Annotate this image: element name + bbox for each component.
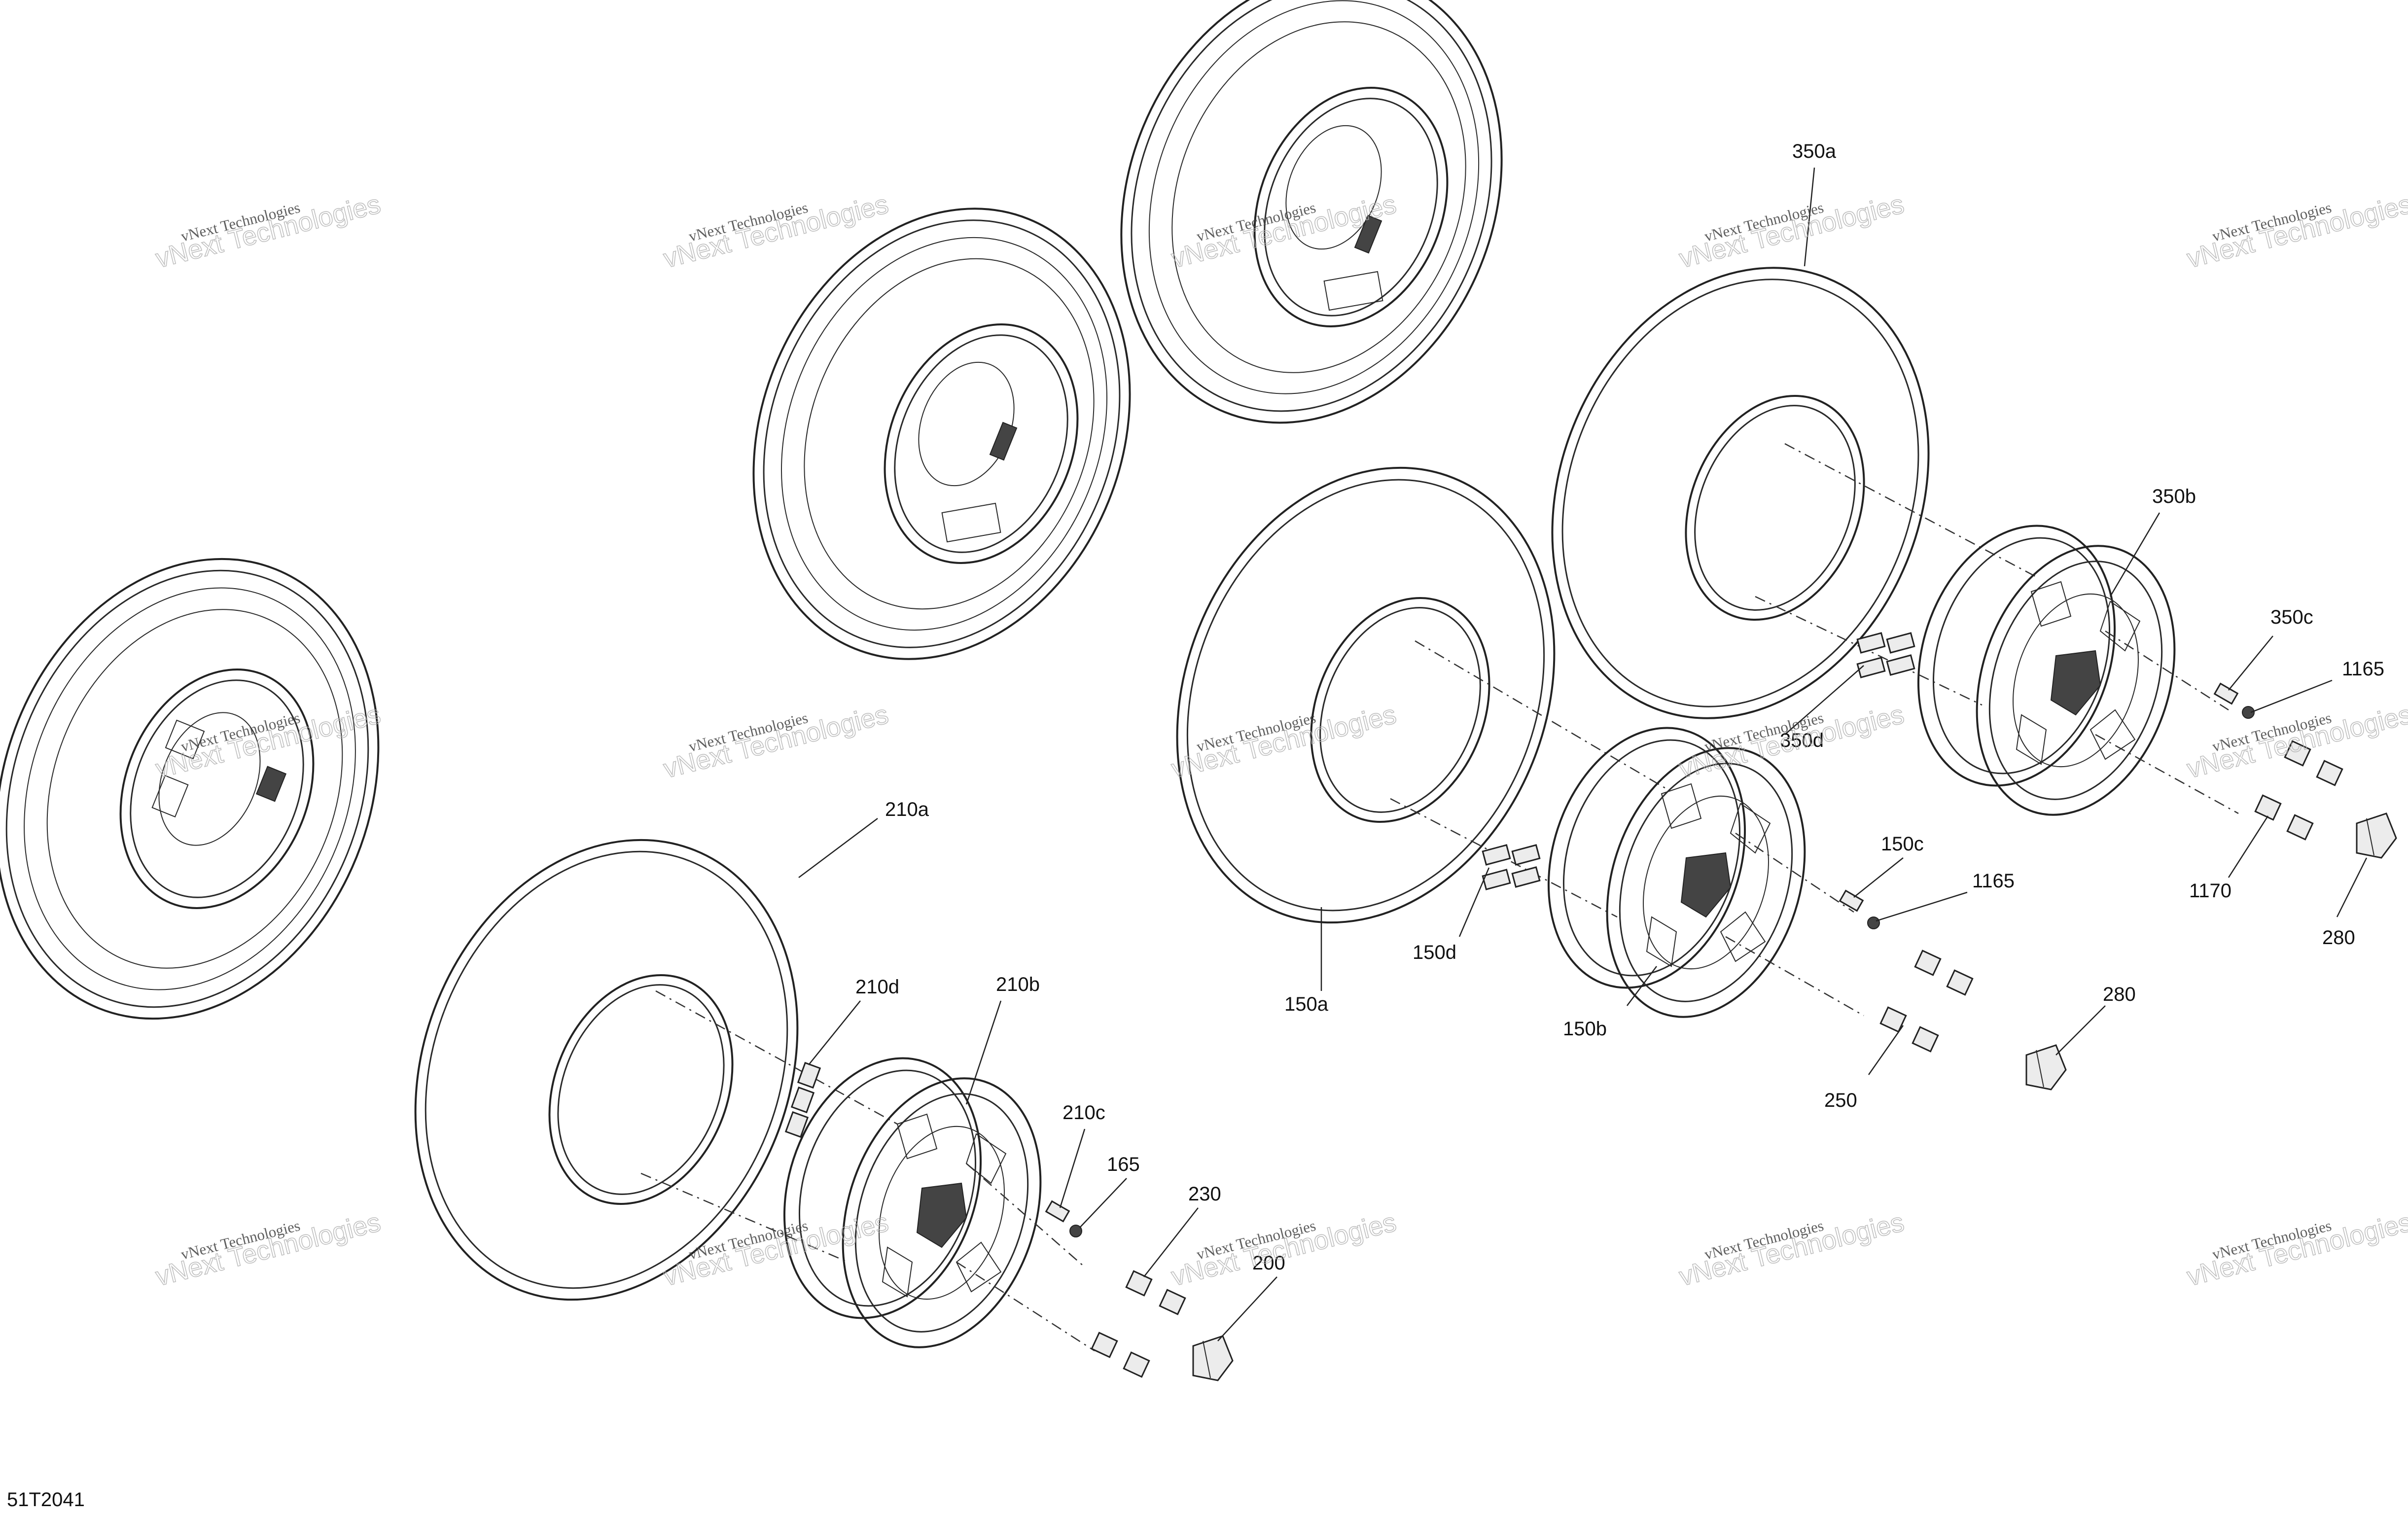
- lug-nuts-250: [1879, 950, 1974, 1053]
- watermark: vNext Technologies vNext Technologies: [660, 189, 892, 274]
- callout-1165-front: 1165: [1972, 870, 2015, 892]
- valve-cap-1165-rear: [2242, 706, 2255, 719]
- tire-150a: [1176, 466, 1556, 924]
- watermark: vNext Technologies vNext Technologies: [2184, 189, 2408, 274]
- callout-210b: 210b: [996, 974, 1040, 995]
- callout-150a: 150a: [1284, 993, 1329, 1015]
- rim-350b: [1917, 525, 2176, 816]
- callout-350a: 350a: [1792, 141, 1837, 162]
- tire-350a: [1551, 267, 1930, 719]
- watermark: vNext Technologies vNext Technologies: [1676, 699, 1908, 784]
- balance-weights-150d: [1482, 844, 1541, 890]
- hub-cap-280-center: [2025, 1044, 2067, 1091]
- watermark: vNext Technologies vNext Technologies: [1168, 1207, 1400, 1292]
- assembled-wheel-top-right: [1120, 0, 1503, 424]
- valve-cap-1165-front: [1867, 916, 1880, 929]
- rim-150b: [1547, 727, 1806, 1018]
- watermark: vNext Technologies vNext Technologies: [1168, 699, 1400, 784]
- callout-leaders: [798, 167, 2368, 1341]
- valve-210c: [1045, 1200, 1070, 1223]
- assembled-wheel-left: [0, 558, 380, 1020]
- balance-weights-350d: [1856, 632, 1915, 678]
- diagram-code: 51T2041: [7, 1489, 85, 1511]
- callout-280-center: 280: [2103, 984, 2136, 1005]
- callout-210c: 210c: [1062, 1102, 1105, 1124]
- watermark: vNext Technologies vNext Technologies: [660, 699, 892, 784]
- callout-210d: 210d: [855, 976, 899, 998]
- watermark: vNext Technologies vNext Technologies: [152, 189, 384, 274]
- rim-210b: [783, 1057, 1042, 1348]
- lug-nuts-1170: [2254, 740, 2343, 841]
- callout-280-right: 280: [2322, 927, 2355, 949]
- callout-1170: 1170: [2189, 880, 2231, 902]
- callout-150b: 150b: [1563, 1018, 1607, 1040]
- valve-cap-165: [1069, 1225, 1082, 1237]
- callout-150c: 150c: [1881, 833, 1924, 855]
- hub-cap-280-right: [2356, 812, 2397, 859]
- valve-350c: [2213, 682, 2239, 705]
- callout-150d: 150d: [1413, 942, 1456, 963]
- watermarks: vNext Technologies vNext Technologies vN…: [152, 189, 2408, 1292]
- watermark: vNext Technologies vNext Technologies: [1676, 189, 1908, 274]
- hub-cap-200: [1192, 1335, 1234, 1381]
- callout-165: 165: [1107, 1154, 1140, 1175]
- callout-230: 230: [1188, 1183, 1221, 1205]
- callout-labels: 210a 210d 210b 210c 165 230 200 150a 150…: [855, 141, 2384, 1274]
- watermark: vNext Technologies vNext Technologies: [2184, 1207, 2408, 1292]
- callout-350b: 350b: [2152, 486, 2196, 507]
- lug-nuts-230: [1091, 1270, 1186, 1378]
- callout-200: 200: [1252, 1252, 1285, 1274]
- callout-1165-rear: 1165: [2342, 658, 2384, 680]
- watermark: vNext Technologies vNext Technologies: [152, 1207, 384, 1292]
- callout-350c: 350c: [2270, 606, 2313, 628]
- watermark: vNext Technologies vNext Technologies: [1676, 1207, 1908, 1292]
- callout-250: 250: [1824, 1090, 1857, 1111]
- tire-210a: [414, 839, 799, 1301]
- callout-350d: 350d: [1780, 730, 1824, 751]
- balance-weights-210d: [784, 1061, 821, 1138]
- valve-150c: [1839, 889, 1864, 912]
- assembled-wheel-top-center: [752, 208, 1131, 660]
- watermark: vNext Technologies vNext Technologies: [2184, 699, 2408, 784]
- callout-210a: 210a: [885, 799, 929, 820]
